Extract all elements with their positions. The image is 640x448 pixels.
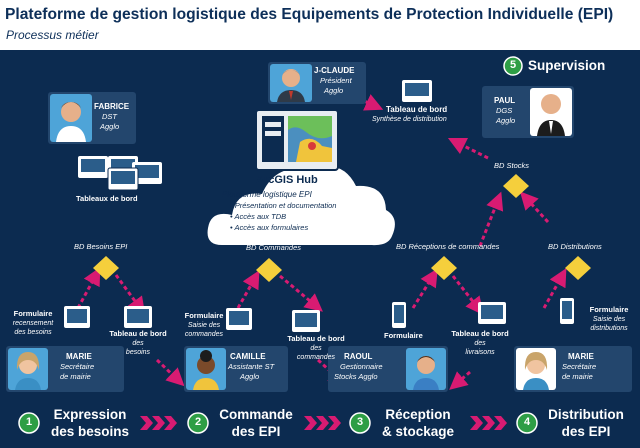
person-marie1-org: de mairie bbox=[60, 372, 91, 381]
devices bbox=[64, 80, 574, 332]
hub-bullet-1: • Présentation et documentation bbox=[230, 201, 337, 210]
person-raoul-org: Stocks Agglo bbox=[334, 372, 378, 381]
person-marie2-org: de mairie bbox=[562, 372, 593, 381]
person-camille-name: CAMILLE bbox=[230, 352, 266, 361]
form2-title: Formulaire bbox=[184, 311, 224, 320]
person-fabrice-org: Agglo bbox=[100, 122, 120, 131]
tdb2-line2: commandes bbox=[296, 354, 336, 361]
tdb-group-label: Tableaux de bord bbox=[76, 194, 138, 203]
person-raoul-name: RAOUL bbox=[344, 352, 373, 361]
tdb3-title: Tableau de bord bbox=[451, 329, 509, 338]
person-raoul-role: Gestionnaire bbox=[340, 362, 383, 371]
person-fabrice-name: FABRICE bbox=[94, 102, 130, 111]
stage-3-label: Réception& stockage bbox=[381, 407, 455, 439]
form1-line1: recensement bbox=[12, 320, 54, 327]
page-title: Plateforme de gestion logistique des Equ… bbox=[5, 6, 614, 23]
tdb1-monitor-icon bbox=[124, 306, 152, 328]
dashboard-screens-icon bbox=[78, 156, 162, 191]
tdb-top-monitor-icon bbox=[402, 80, 432, 102]
hub-bullet-3: • Accès aux formulaires bbox=[230, 223, 309, 232]
hub-name: ArcGIS Hub bbox=[256, 174, 318, 186]
db-commandes-label: BD Commandes bbox=[246, 243, 302, 252]
form4-line2: distributions bbox=[590, 325, 628, 332]
header: Plateforme de gestion logistique des Equ… bbox=[0, 0, 640, 50]
tdb-top-sub: Synthèse de distribution bbox=[372, 116, 447, 123]
db-besoins-label: BD Besoins EPI bbox=[74, 242, 128, 251]
tdb1-title: Tableau de bord bbox=[109, 329, 167, 338]
stage-4-number: 4 bbox=[523, 416, 531, 428]
person-paul-role: DGS bbox=[496, 106, 513, 115]
person-camille-role: Assistante ST bbox=[228, 362, 275, 371]
stage-5-label: Supervision bbox=[528, 58, 606, 73]
form4-phone-icon bbox=[560, 298, 574, 324]
stage-2-number: 2 bbox=[194, 416, 202, 428]
tdb2-line1: des bbox=[310, 345, 322, 352]
tdb2-title: Tableau de bord bbox=[287, 334, 345, 343]
db-distributions-label: BD Distributions bbox=[548, 242, 602, 251]
tdb3-monitor-icon bbox=[478, 302, 506, 324]
map-display-icon bbox=[255, 109, 339, 171]
form1-line2: des besoins bbox=[14, 329, 52, 336]
form4-title: Formulaire bbox=[589, 305, 629, 314]
stage-chevrons bbox=[140, 416, 507, 430]
form1-tablet-icon bbox=[64, 306, 90, 328]
form2-line1: Saisie des bbox=[187, 322, 221, 329]
tdb1-line1: des bbox=[132, 340, 144, 347]
person-marie2-role: Secrétaire bbox=[562, 362, 597, 371]
arcgis-hub-cloud bbox=[207, 166, 395, 246]
avatar-fabrice bbox=[50, 94, 92, 142]
diagram-graphics bbox=[6, 56, 632, 434]
tdb2-monitor-icon bbox=[292, 310, 320, 332]
person-marie2-name: MARIE bbox=[568, 352, 594, 361]
person-marie1-name: MARIE bbox=[66, 352, 92, 361]
form3-title: Formulaire bbox=[384, 331, 423, 340]
person-camille-org: Agglo bbox=[240, 372, 260, 381]
person-fabrice-role: DST bbox=[102, 112, 117, 121]
person-marie1-role: Secrétaire bbox=[60, 362, 95, 371]
avatar-marie1 bbox=[8, 348, 48, 390]
form3-phone-icon bbox=[392, 302, 406, 328]
form1-title: Formulaire bbox=[13, 309, 53, 318]
hub-label: Plateforme logistique EPI bbox=[222, 190, 312, 199]
avatars bbox=[8, 64, 572, 390]
stage-1-number: 1 bbox=[25, 416, 33, 428]
avatar-jclaude bbox=[270, 64, 312, 102]
avatar-camille bbox=[186, 348, 226, 390]
db-stocks-label: BD Stocks bbox=[494, 161, 530, 170]
tdb-top-title: Tableau de bord bbox=[386, 105, 448, 114]
form4-line1: Saisie des bbox=[592, 316, 626, 323]
form2-tablet-icon bbox=[226, 308, 252, 330]
person-jclaude-org: Agglo bbox=[324, 86, 344, 95]
tdb3-line1: des bbox=[474, 340, 486, 347]
process-diagram: FABRICE DST Agglo J-CLAUDE Président Agg… bbox=[0, 50, 640, 448]
stage-5-number: 5 bbox=[509, 59, 517, 71]
tdb3-line2: livraisons bbox=[465, 349, 495, 356]
db-receptions-label: BD Réceptions de commandes bbox=[396, 242, 500, 251]
person-jclaude-name: J-CLAUDE bbox=[314, 66, 355, 75]
avatar-marie2 bbox=[516, 348, 556, 390]
person-jclaude-role: Président bbox=[320, 76, 352, 85]
avatar-raoul bbox=[406, 348, 446, 390]
flow-arrows bbox=[76, 88, 567, 390]
person-paul-name: PAUL bbox=[494, 96, 516, 105]
page-subtitle: Processus métier bbox=[6, 28, 99, 42]
tdb1-line2: besoins bbox=[125, 349, 151, 356]
stage-3-number: 3 bbox=[356, 416, 364, 428]
avatar-paul bbox=[530, 88, 572, 136]
database-diamonds bbox=[93, 174, 591, 282]
person-paul-org: Agglo bbox=[496, 116, 516, 125]
form2-line2: commandes bbox=[184, 331, 224, 338]
hub-bullet-2: • Accès aux TDB bbox=[230, 212, 287, 221]
stage-badges bbox=[18, 56, 538, 434]
